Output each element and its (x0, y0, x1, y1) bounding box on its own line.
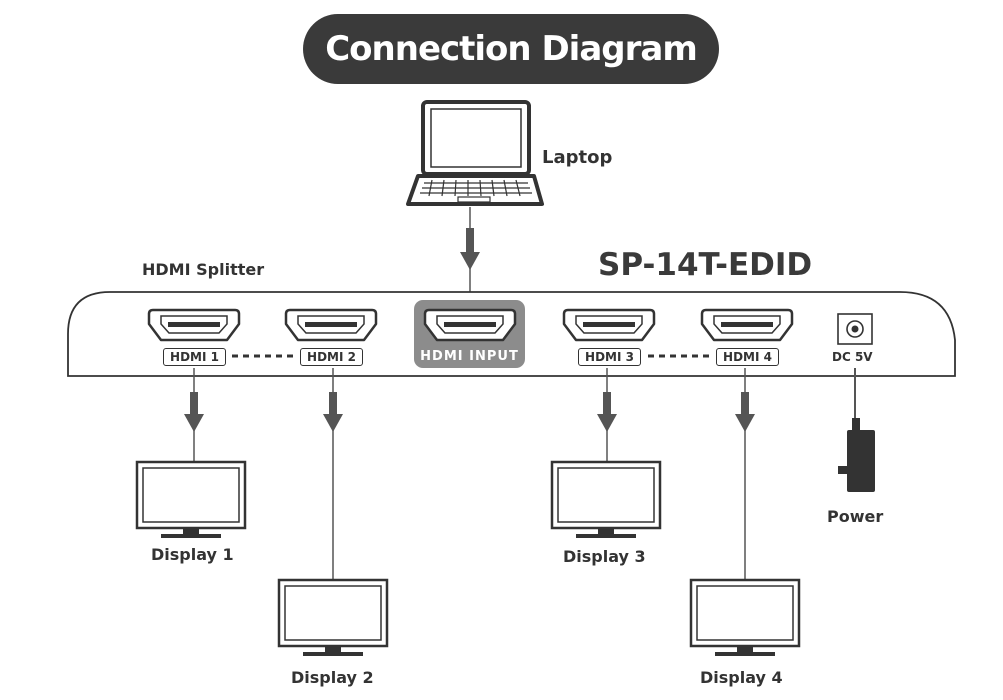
display-2-monitor-icon (277, 578, 389, 656)
title-banner: Connection Diagram (303, 14, 719, 84)
display-4-monitor-icon (689, 578, 801, 656)
output-1-arrow (184, 368, 204, 462)
power-plug-icon (838, 368, 875, 492)
input-arrow (460, 207, 480, 300)
input-port-label: HDMI INPUT (420, 349, 519, 364)
display-1-monitor-icon (135, 460, 247, 538)
output-4-arrow (735, 368, 755, 580)
laptop-icon (406, 100, 544, 206)
dc-jack-icon (837, 313, 873, 345)
dc-label: DC 5V (832, 350, 873, 364)
display-3-label: Display 3 (563, 547, 646, 566)
display-1-label: Display 1 (151, 545, 234, 564)
output-3-arrow (597, 368, 617, 462)
port-tag-hdmi-1: HDMI 1 (163, 348, 226, 366)
model-number: SP-14T-EDID (598, 247, 813, 283)
display-4-label: Display 4 (700, 668, 783, 687)
hdmi-2-port-icon (284, 308, 378, 342)
laptop-label: Laptop (542, 147, 613, 168)
power-label: Power (827, 507, 884, 526)
hdmi-3-port-icon (562, 308, 656, 342)
display-2-label: Display 2 (291, 668, 374, 687)
diagram-title: Connection Diagram (325, 29, 698, 69)
hdmi-1-port-icon (147, 308, 241, 342)
hdmi-input-port-icon (423, 308, 517, 342)
hdmi-4-port-icon (700, 308, 794, 342)
output-2-arrow (323, 368, 343, 580)
port-tag-hdmi-3: HDMI 3 (578, 348, 641, 366)
port-tag-hdmi-2: HDMI 2 (300, 348, 363, 366)
device-label: HDMI Splitter (142, 260, 265, 279)
display-3-monitor-icon (550, 460, 662, 538)
port-tag-hdmi-4: HDMI 4 (716, 348, 779, 366)
